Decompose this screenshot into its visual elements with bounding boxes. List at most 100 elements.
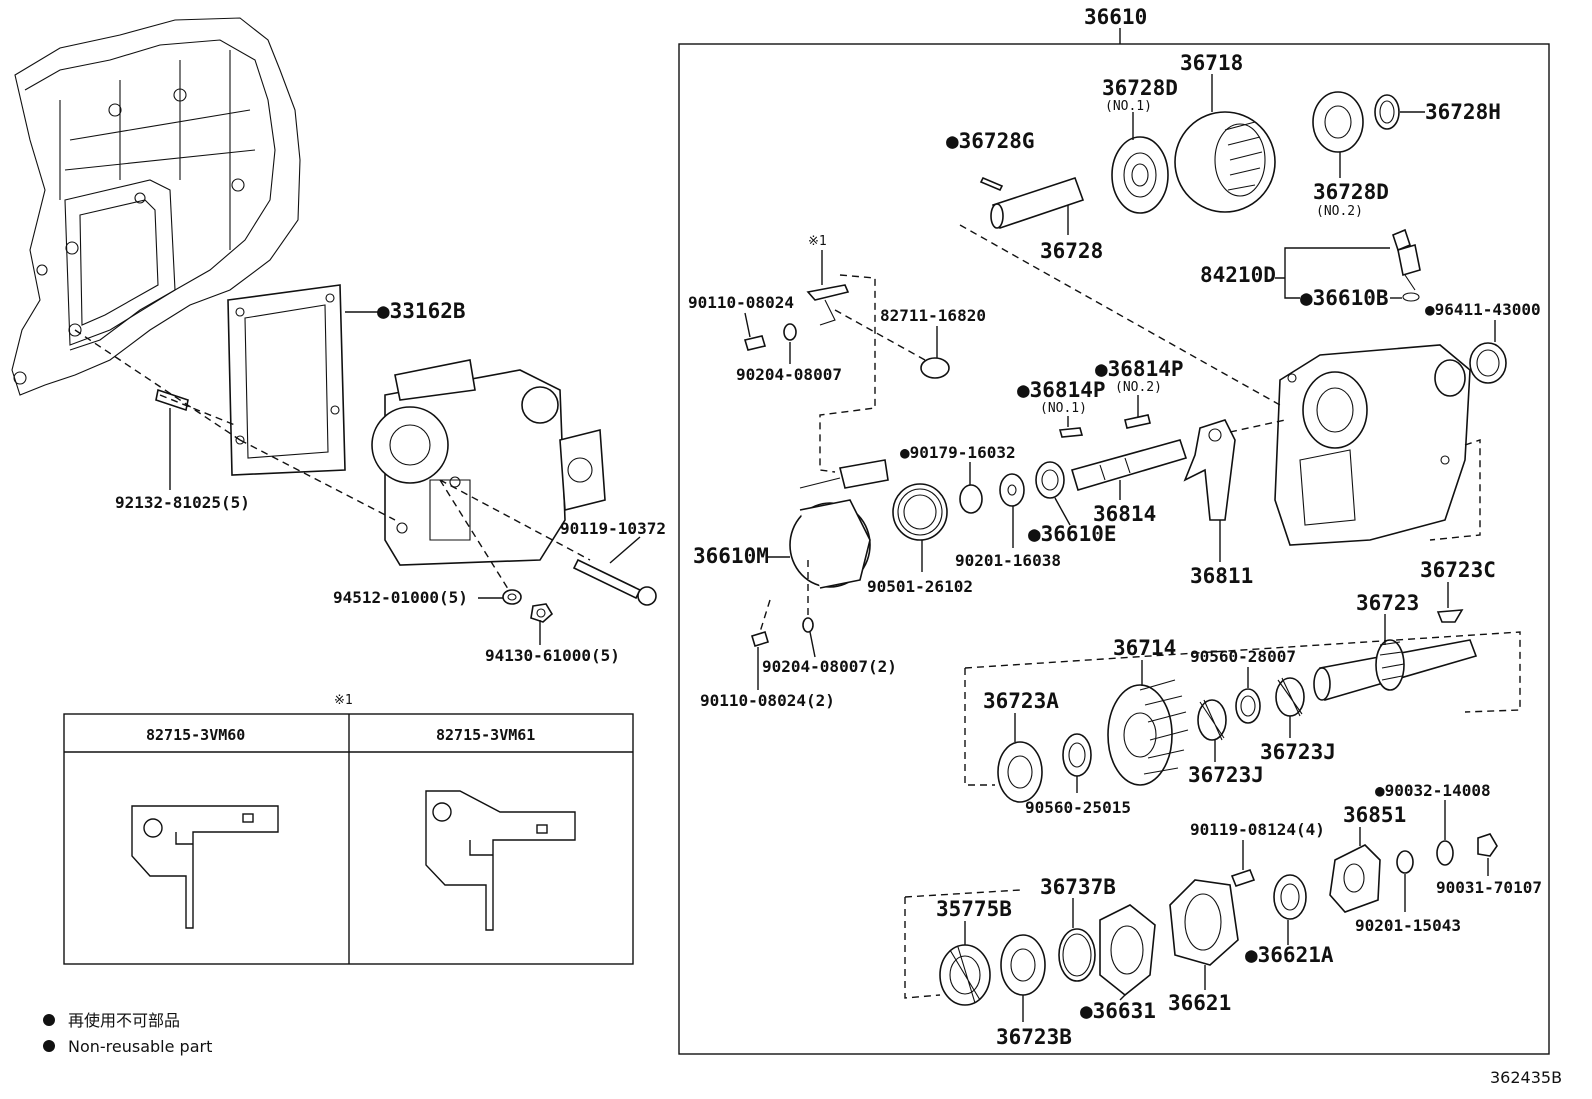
gear-36714-drawing <box>1107 679 1189 786</box>
seal-36621A-drawing <box>1273 874 1307 920</box>
pin-36814P-no1-drawing <box>1058 427 1084 438</box>
diagram-code: 362435B <box>1490 1068 1562 1087</box>
label-35775B: 35775B <box>936 897 1012 921</box>
label-36631: ●36631 <box>1080 999 1156 1023</box>
label-36814P-no2: ●36814P <box>1095 357 1184 381</box>
transfer-case-housing-drawing <box>1274 344 1471 546</box>
pin-36728G-drawing <box>979 176 1004 192</box>
assembly-frame <box>678 43 1550 1055</box>
washer-90204-08007-drawing <box>783 323 797 341</box>
bracket-82715-3VM61-drawing <box>425 790 576 931</box>
gear-36718-drawing <box>1174 111 1276 213</box>
flange-36851-drawing <box>1329 844 1381 913</box>
label-90560-25015: 90560-25015 <box>1025 798 1131 817</box>
label-36814P-no1: ●36814P <box>1017 378 1106 402</box>
bolt-90110-08024-drawing <box>743 335 767 351</box>
spring-90501-drawing <box>892 483 948 541</box>
label-36621: 36621 <box>1168 991 1231 1015</box>
label-36728: 36728 <box>1040 239 1103 263</box>
variant-table: 82715-3VM60 82715-3VM61 <box>63 713 634 965</box>
table-note-mark: ※1 <box>334 693 353 708</box>
label-36814: 36814 <box>1093 502 1156 526</box>
legend-en: Non-reusable part <box>68 1037 212 1056</box>
legend: 再使用不可部品 Non-reusable part <box>43 1011 212 1056</box>
transmission-case-drawing <box>11 17 301 396</box>
label-36728D-no2-sub: (NO.2) <box>1316 204 1363 219</box>
label-36723J-left: 36723J <box>1188 763 1264 787</box>
label-90119-10372: 90119-10372 <box>560 519 666 538</box>
label-96411-43000: ●96411-43000 <box>1425 300 1541 319</box>
label-36814P-no1-sub: (NO.1) <box>1040 401 1087 416</box>
label-36723B: 36723B <box>996 1025 1072 1049</box>
label-36737B: 36737B <box>1040 875 1116 899</box>
label-36811: 36811 <box>1190 564 1253 588</box>
label-36610E: ●36610E <box>1028 522 1117 546</box>
label-90204-08007: 90204-08007 <box>736 365 842 384</box>
label-90179-16032: ●90179-16032 <box>900 443 1016 462</box>
bearing-36723A-drawing <box>997 741 1043 803</box>
label-94130-61000: 94130-61000(5) <box>485 646 620 665</box>
label-36610M: 36610M <box>693 544 769 568</box>
label-90501-26102: 90501-26102 <box>867 577 973 596</box>
bearing-36728D-no2-drawing <box>1312 91 1364 153</box>
label-note-mark: ※1 <box>808 234 827 249</box>
label-84210D: 84210D <box>1200 263 1276 287</box>
retainer-36621-drawing <box>1169 879 1239 966</box>
bearing-35775B-drawing <box>939 944 991 1006</box>
washer-90201-16038-drawing <box>999 473 1025 507</box>
spacer-90560-25015-drawing <box>1062 733 1092 777</box>
shaft-36814-drawing <box>1070 439 1188 491</box>
label-36723: 36723 <box>1356 591 1419 615</box>
bracket-82715-3VM60-drawing <box>131 805 279 929</box>
label-90031-70107: 90031-70107 <box>1436 878 1542 897</box>
switch-84210D-drawing <box>1392 228 1421 291</box>
label-36728D-no1: 36728D <box>1102 76 1178 100</box>
table-header-82715-3vm60: 82715-3VM60 <box>146 726 245 744</box>
label-36814P-no2-sub: (NO.2) <box>1115 380 1162 395</box>
label-33162B: ●33162B <box>377 299 466 323</box>
seal-96411-drawing <box>1469 342 1507 384</box>
bracket-82711-drawing <box>806 284 850 326</box>
clamp-82711-drawing <box>920 357 950 379</box>
label-36851: 36851 <box>1343 803 1406 827</box>
label-90110-08024-2: 90110-08024(2) <box>700 691 835 710</box>
label-36723A: 36723A <box>983 689 1059 713</box>
label-90201-16038: 90201-16038 <box>955 551 1061 570</box>
extension-housing-drawing <box>371 359 606 566</box>
nut-90031-drawing <box>1477 833 1498 857</box>
bolt-90119-10372-drawing <box>572 558 657 606</box>
shaft-36728-drawing <box>990 176 1085 230</box>
washer-94512-drawing <box>502 589 522 605</box>
washer-90032-drawing <box>1436 840 1454 866</box>
label-36723C: 36723C <box>1420 558 1496 582</box>
label-36610B: ●36610B <box>1300 286 1389 310</box>
label-90560-28007: 90560-28007 <box>1190 647 1296 666</box>
needle-bearing-36723J-b-drawing <box>1275 677 1305 717</box>
fork-36811-drawing <box>1183 419 1236 521</box>
label-36728D-no2: 36728D <box>1313 180 1389 204</box>
bearing-36728D-no1-drawing <box>1111 136 1169 214</box>
label-36723J-right: 36723J <box>1260 740 1336 764</box>
legend-jp: 再使用不可部品 <box>68 1011 180 1030</box>
label-94512-01000: 94512-01000(5) <box>333 588 468 607</box>
needle-bearing-36723J-a-drawing <box>1197 699 1227 741</box>
nut-94130-drawing <box>530 603 554 623</box>
label-90201-15043: 90201-15043 <box>1355 916 1461 935</box>
spacer-90560-28007-drawing <box>1235 688 1261 724</box>
shaft-36723-drawing <box>1313 639 1478 702</box>
assembly-number: 36610 <box>1084 5 1147 29</box>
key-36723C-drawing <box>1436 609 1464 623</box>
ring-36728H-drawing <box>1374 94 1400 130</box>
label-90119-08124: 90119-08124(4) <box>1190 820 1325 839</box>
washer-90201-15043-drawing <box>1396 850 1414 874</box>
screw-90110-08024-2-drawing <box>751 630 769 648</box>
label-36728D-no1-sub: (NO.1) <box>1105 99 1152 114</box>
label-36714: 36714 <box>1113 636 1176 660</box>
label-36728H: 36728H <box>1425 100 1501 124</box>
label-90204-08007-2: 90204-08007(2) <box>762 657 897 676</box>
label-90032-14008: ●90032-14008 <box>1375 781 1491 800</box>
seal-36610E-drawing <box>1035 461 1065 499</box>
snap-ring-36737B-drawing <box>1058 928 1096 982</box>
oring-36610B-drawing <box>1402 292 1420 302</box>
oring-90179-drawing <box>959 484 983 514</box>
